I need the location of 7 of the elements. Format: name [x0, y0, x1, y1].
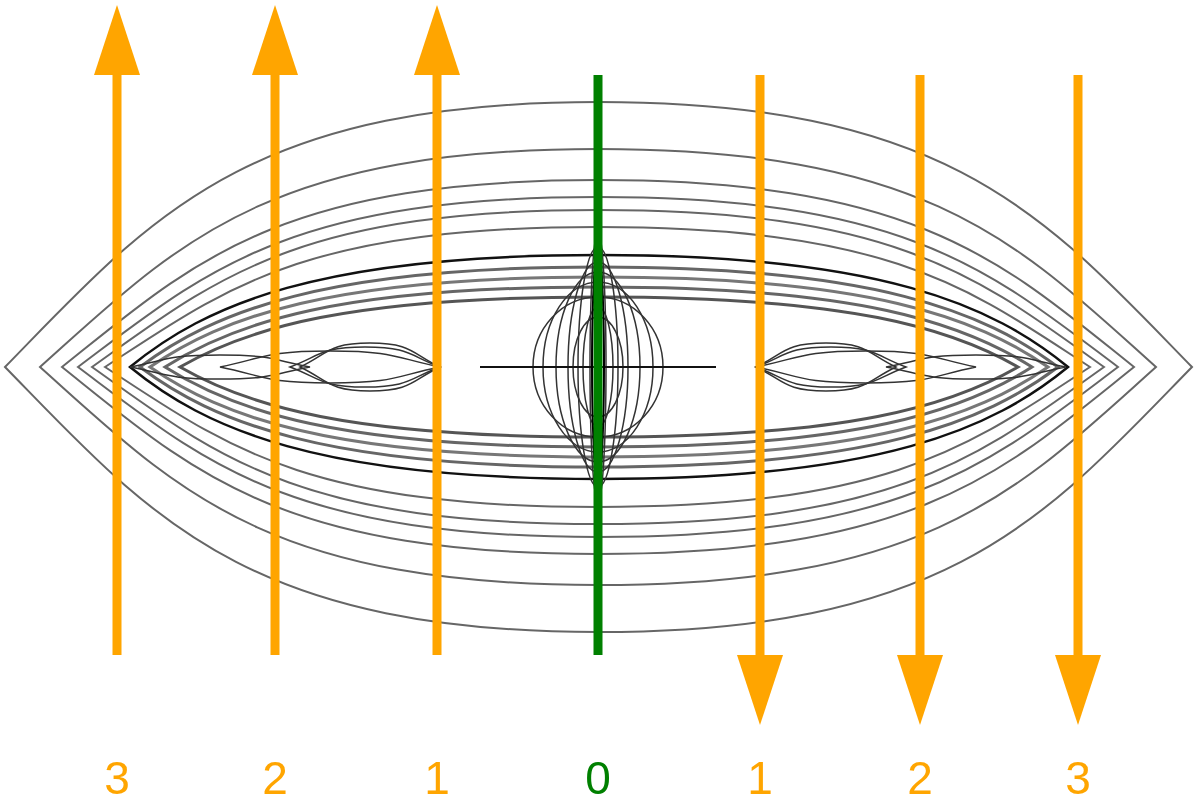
arrow-number: 2	[261, 751, 289, 806]
arrow-number: 0	[584, 751, 612, 806]
arrow-number: 1	[423, 751, 451, 806]
arrow-number: 3	[1064, 751, 1092, 806]
arrow-number: 3	[103, 751, 131, 806]
arrow-number: 2	[906, 751, 934, 806]
arrow-number: 1	[746, 751, 774, 806]
